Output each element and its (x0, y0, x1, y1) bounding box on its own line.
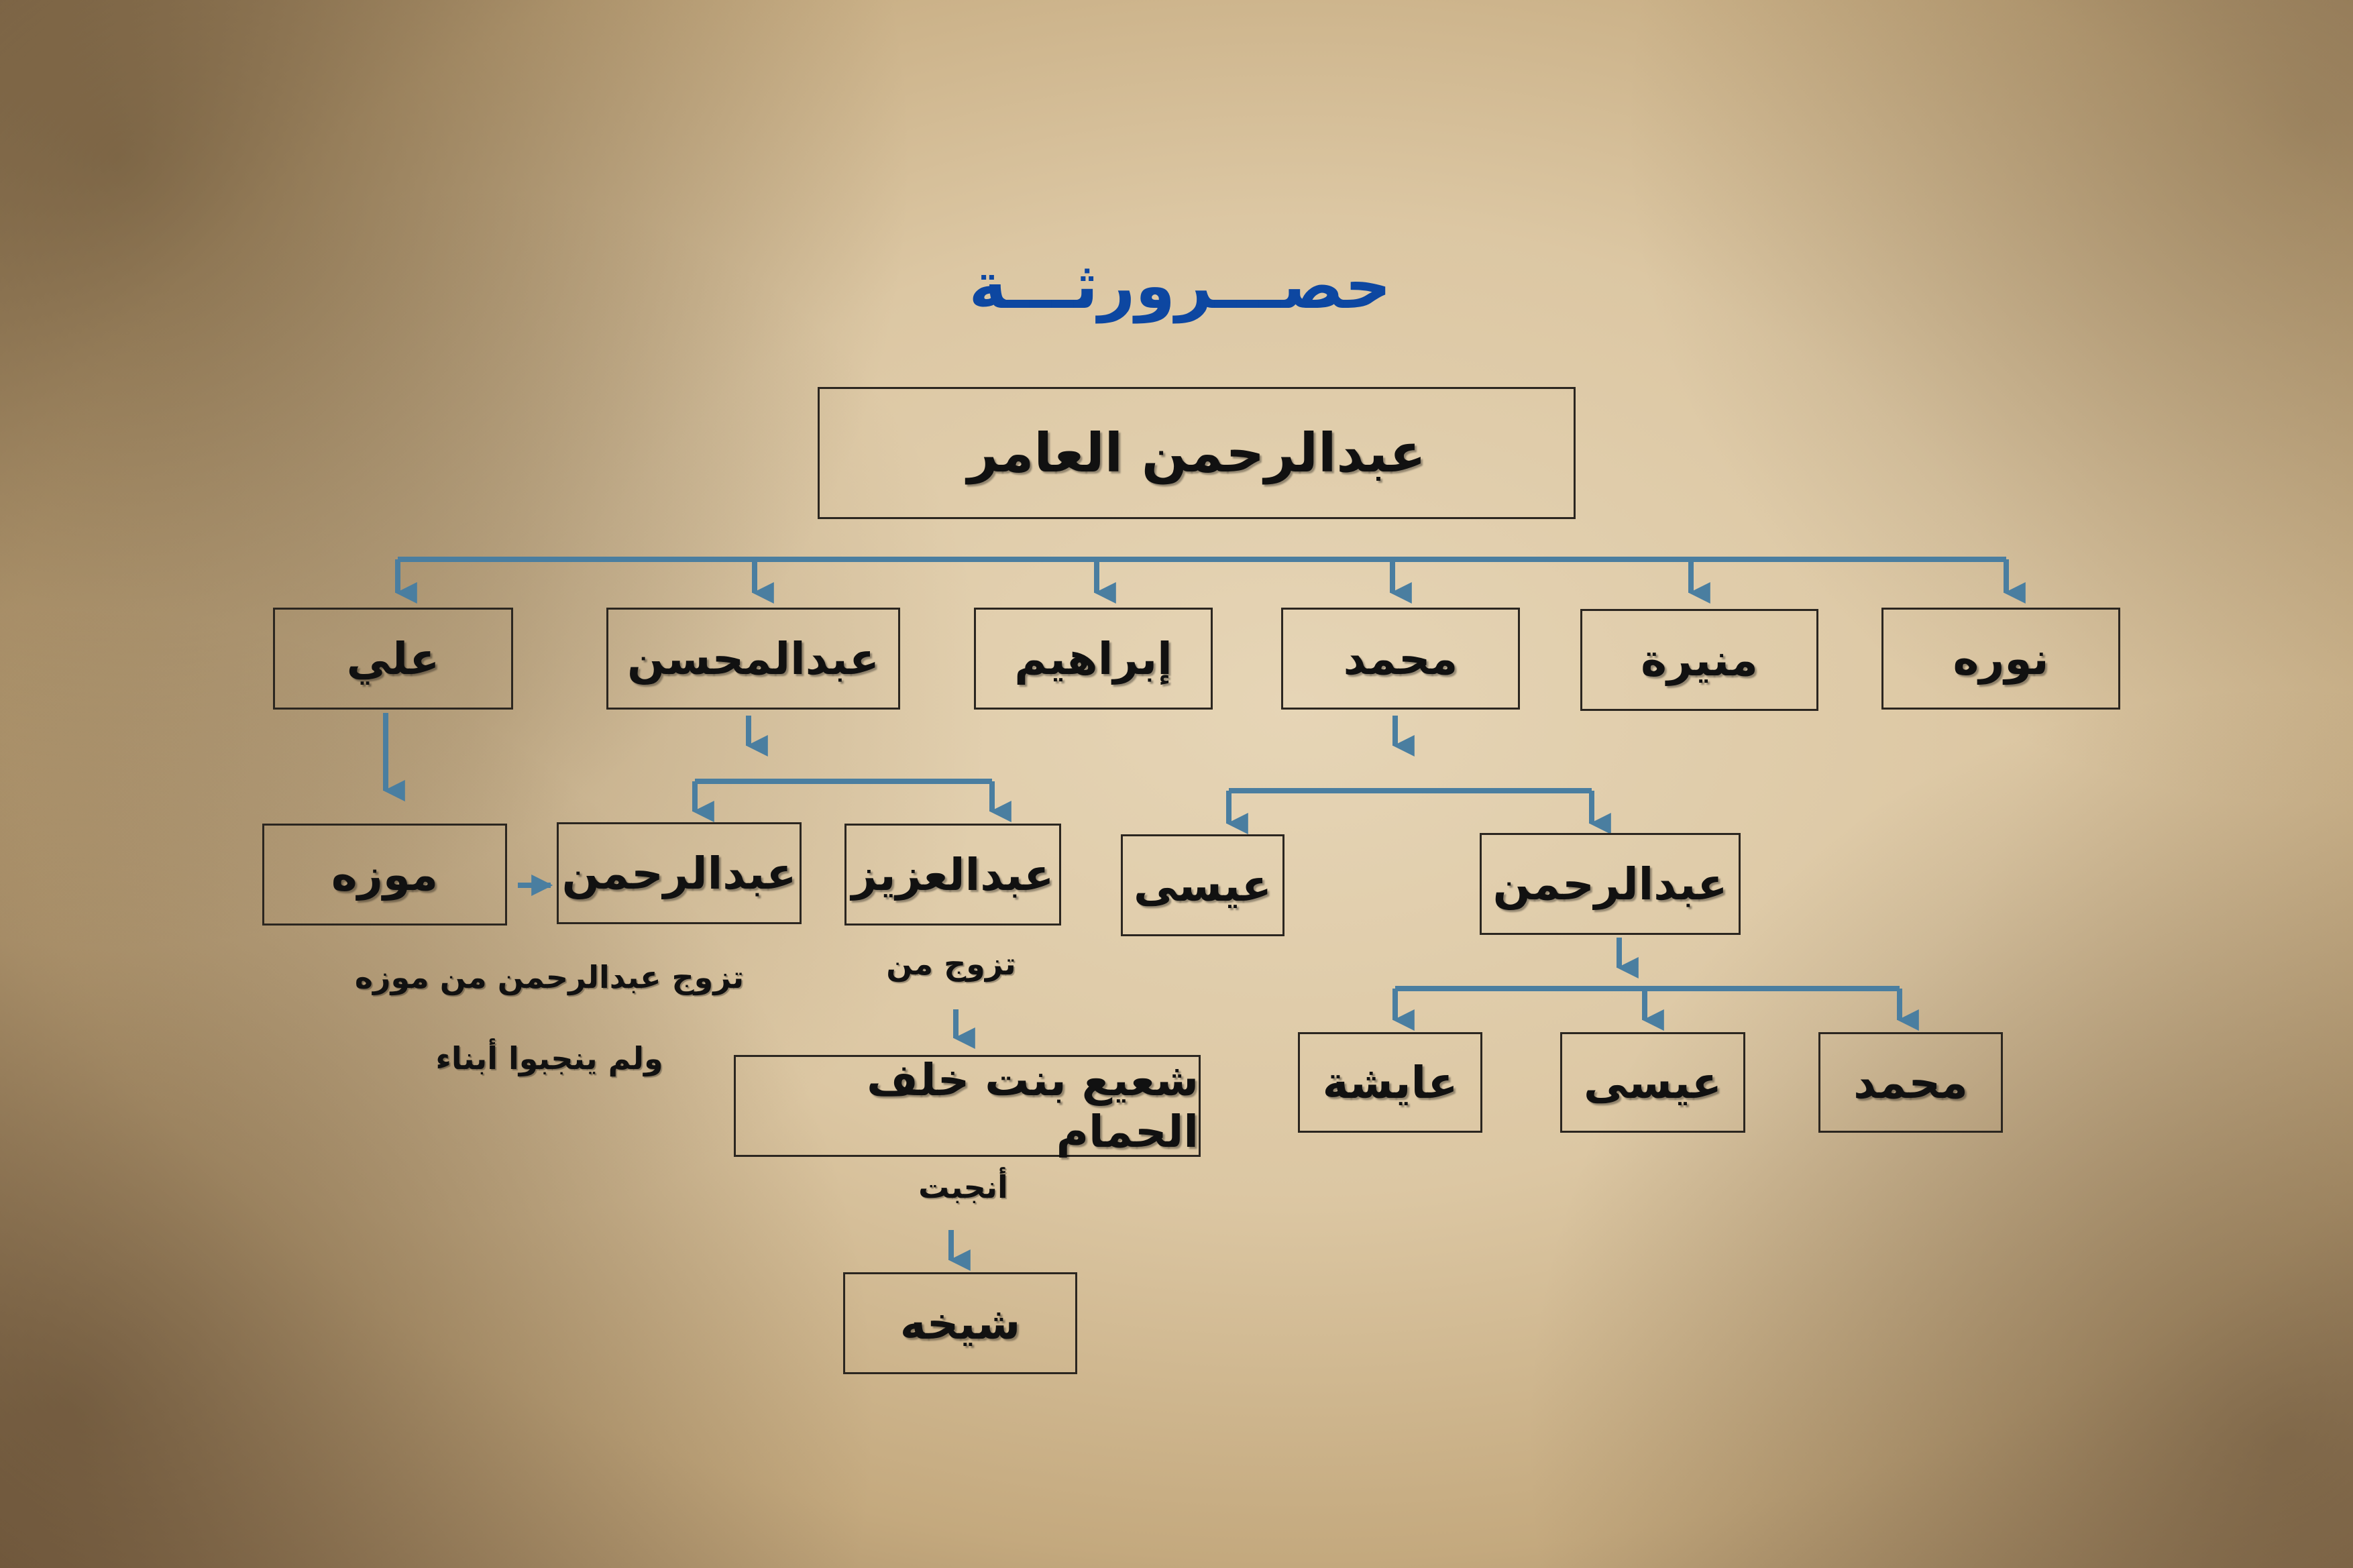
marriage-note: تزوج عبدالرحمن من موزه (354, 959, 745, 995)
page-title: حصـــرورثـــة (969, 248, 1391, 323)
great-grandchild-box-sheikha: شيخه (843, 1272, 1077, 1374)
child-box-ali: علي (273, 608, 513, 710)
no-children-note: ولم ينجبوا أبناء (435, 1040, 663, 1076)
grandchild-box-eisa: عيسى (1121, 834, 1284, 936)
child-box-noura: نوره (1881, 608, 2120, 710)
child-box-abdulmohsen: عبدالمحسن (606, 608, 900, 710)
grandchild-box-abdulaziz: عبدالعزيز (844, 824, 1061, 926)
great-grandchild-box-mohammed: محمد (1818, 1032, 2003, 1133)
married-to-note: تزوج من (886, 946, 1016, 982)
great-grandchild-box-eisa: عيسى (1560, 1032, 1745, 1133)
child-box-mohammed: محمد (1281, 608, 1520, 710)
spouse-box-shaia: شعيع بنت خلف الحمام (734, 1054, 1201, 1158)
grandchild-box-abdulrahman-2: عبدالرحمن (1480, 833, 1741, 935)
spouse-box-mouza: موزه (262, 824, 507, 926)
bore-note: أنجبت (918, 1169, 1008, 1205)
grandchild-box-abdulrahman: عبدالرحمن (557, 822, 802, 924)
child-box-munira: منيرة (1580, 609, 1818, 711)
child-box-ibrahim: إبراهيم (974, 608, 1213, 710)
great-grandchild-box-aisha: عايشة (1298, 1032, 1482, 1133)
root-box: عبدالرحمن العامر (818, 387, 1576, 519)
